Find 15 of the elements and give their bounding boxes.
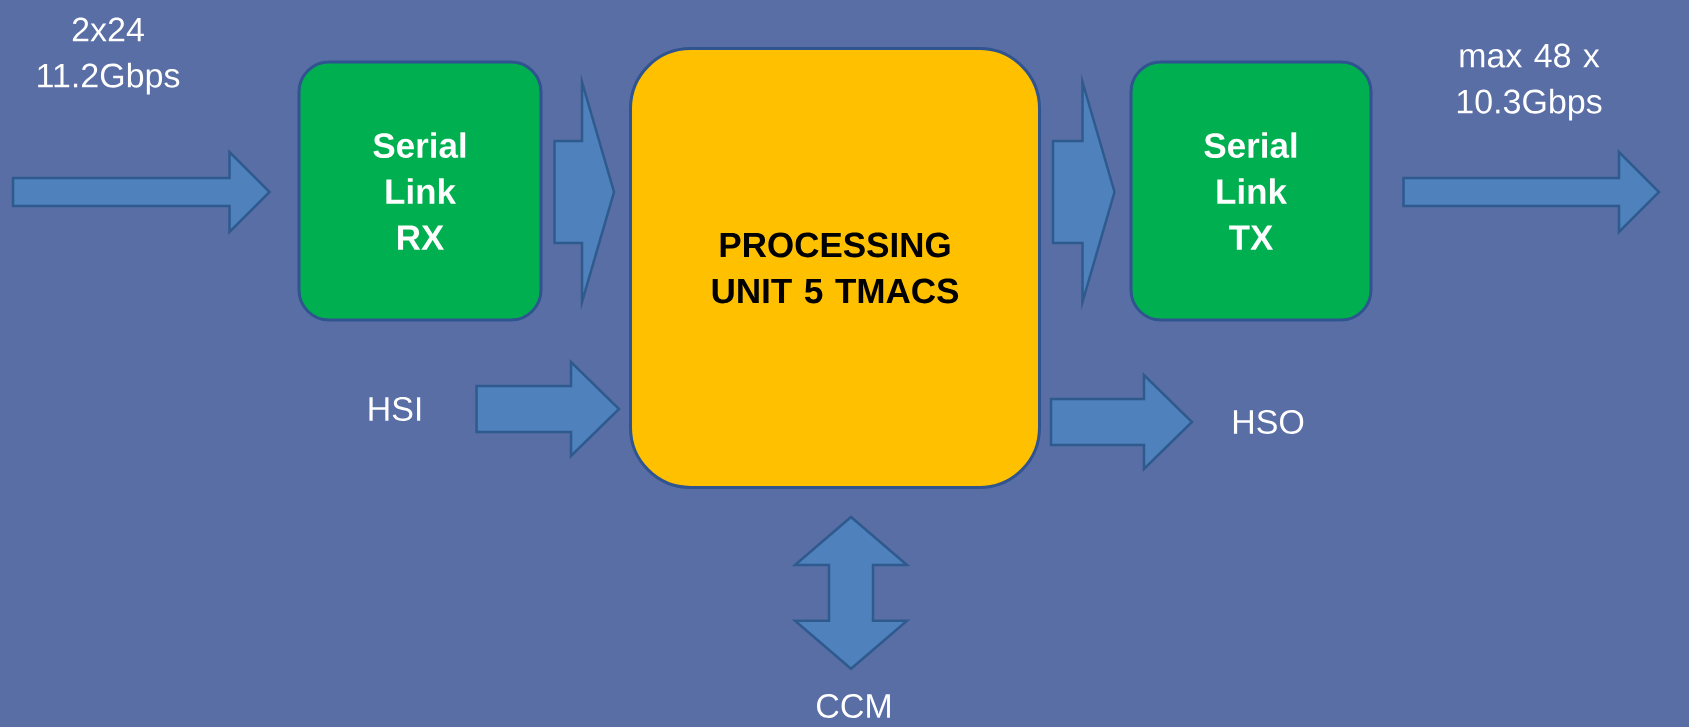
signal-label: CCM — [817, 693, 890, 719]
block-arrow — [791, 515, 911, 671]
serial-link-box: Serial Link TX — [1129, 60, 1373, 322]
signal-label: HSO — [1233, 409, 1304, 435]
serial-link-box: Serial Link RX — [297, 60, 543, 322]
block-arrow — [11, 149, 272, 235]
block-arrow — [553, 73, 616, 311]
edge-label: max 48 x 10.3Gbps — [1457, 43, 1602, 121]
processing-box: PROCESSING UNIT 5 TMACS — [629, 47, 1041, 489]
block-arrow — [475, 359, 621, 459]
block-arrow — [1051, 73, 1116, 311]
edge-label: 2x24 11.2Gbps — [38, 17, 180, 95]
signal-label: HSI — [369, 396, 421, 422]
block-arrow — [1402, 149, 1661, 235]
block-arrow — [1049, 372, 1194, 472]
